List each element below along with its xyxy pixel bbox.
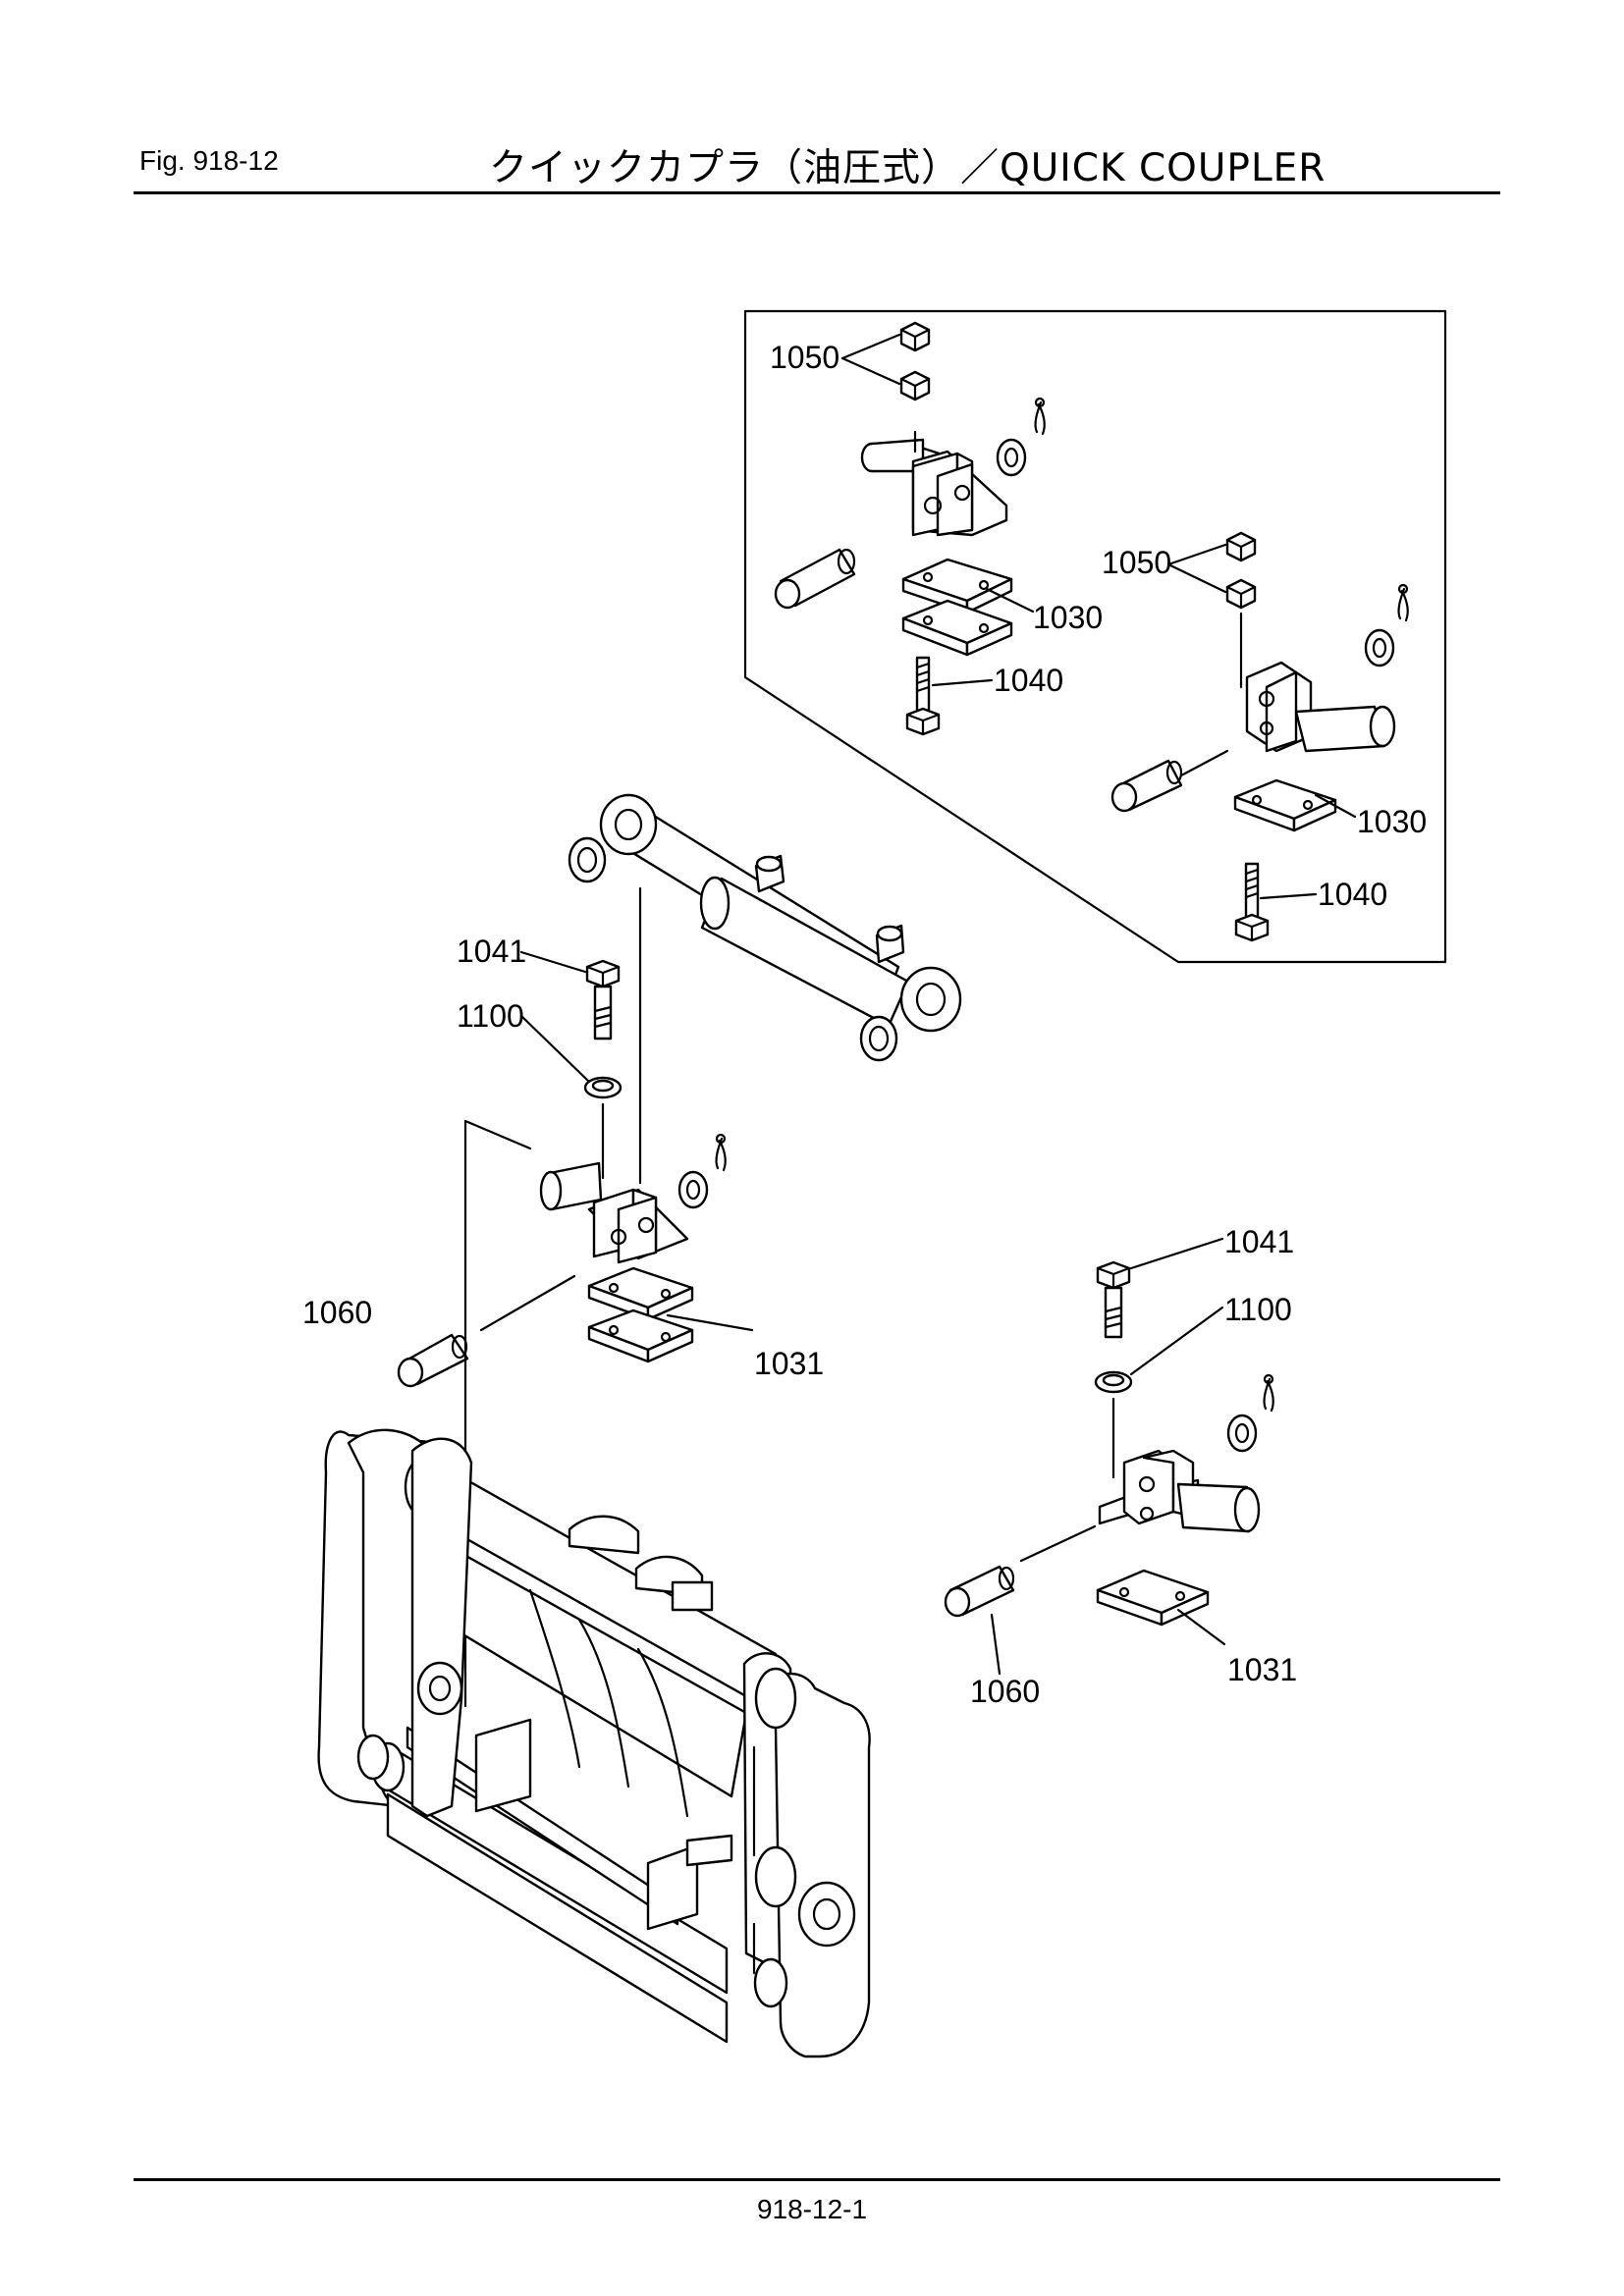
left-plates: [587, 1266, 694, 1363]
inset-washer-upper: [996, 397, 1046, 477]
callout-1060-right: 1060: [970, 1674, 1040, 1709]
inset-pin-upper: [774, 548, 856, 610]
page-title: クイックカプラ（油圧式）／QUICK COUPLER: [489, 146, 1326, 190]
callout-1030-upper: 1030: [1033, 600, 1103, 635]
inset-detail-box: [743, 309, 1447, 964]
callout-1031-right: 1031: [1227, 1652, 1297, 1687]
header-rule: [134, 191, 1500, 194]
right-bolt-washer: [1094, 1260, 1133, 1479]
leader-lines: [519, 333, 1357, 1676]
callout-1100-right: 1100: [1224, 1292, 1292, 1327]
coupler-frame: [317, 1428, 871, 2058]
left-bolt-washer: [583, 959, 623, 1180]
hydraulic-cylinder: [568, 793, 962, 1185]
inset-bolt-lower: [1234, 862, 1270, 942]
right-plate: [1096, 1569, 1210, 1627]
left-pin: [397, 1274, 576, 1388]
callout-1040-upper: 1040: [994, 663, 1063, 698]
inset-plate-upper: [901, 558, 1013, 657]
inset-nuts-upper: [899, 321, 931, 401]
inset-bracket-upper: [860, 430, 1008, 537]
callout-1100-left: 1100: [457, 998, 524, 1034]
callout-1041-right: 1041: [1224, 1224, 1294, 1259]
inset-nuts-lower: [1225, 531, 1257, 689]
inset-plate-lower: [1233, 778, 1337, 832]
callout-1030-lower: 1030: [1357, 804, 1427, 839]
callout-1050-upper: 1050: [770, 340, 839, 375]
right-bracket: [1098, 1373, 1274, 1533]
inset-washer-lower: [1364, 583, 1409, 667]
inset-bolt-upper: [905, 656, 941, 736]
callout-1041-left: 1041: [457, 934, 526, 969]
page-number: 918-12-1: [756, 2194, 868, 2224]
inset-pin-lower: [1110, 749, 1229, 813]
right-pin: [944, 1524, 1097, 1618]
callout-1040-lower: 1040: [1318, 877, 1387, 912]
callout-1050-lower: 1050: [1102, 545, 1171, 580]
left-bracket: [539, 1133, 727, 1264]
callout-1060-left: 1060: [302, 1295, 372, 1330]
callout-1031-left: 1031: [754, 1346, 824, 1381]
figure-number: Fig. 918-12: [139, 145, 279, 176]
callout-labels: 1050 1030 1040 1050 1030 1040 1041 1100 …: [302, 340, 1427, 1709]
footer-rule: [134, 2178, 1500, 2181]
inset-bracket-lower: [1245, 661, 1396, 753]
